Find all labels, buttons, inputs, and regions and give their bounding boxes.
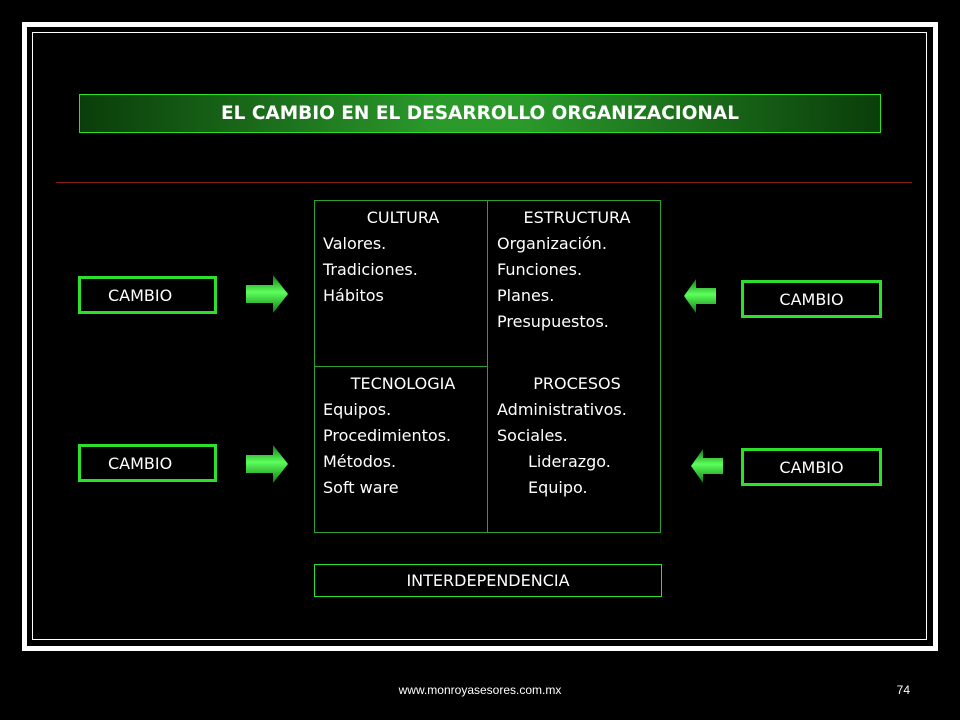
quadrant-item: Hábitos: [323, 286, 384, 305]
quadrant-cultura: CULTURA Valores. Tradiciones. Hábitos: [323, 205, 483, 309]
quadrant-item: Planes.: [497, 286, 555, 305]
quadrant-heading: ESTRUCTURA: [523, 208, 631, 227]
quadrant-item: Administrativos.: [497, 400, 627, 419]
quadrant-item: Métodos.: [323, 452, 397, 471]
grid-vertical-divider: [487, 200, 488, 533]
quadrant-tecnologia: TECNOLOGIA Equipos. Procedimientos. Méto…: [323, 371, 483, 501]
quadrant-item: Organización.: [497, 234, 607, 253]
arrow-left-icon: [683, 278, 717, 314]
quadrant-heading: TECNOLOGIA: [350, 374, 456, 393]
cambio-box-right-bottom: CAMBIO: [741, 448, 882, 486]
quadrant-item: Presupuestos.: [497, 312, 609, 331]
quadrant-item: Sociales.: [497, 426, 568, 445]
page-number: 74: [896, 683, 910, 697]
arrow-left-icon: [690, 448, 724, 484]
quadrant-item: Equipo.: [528, 478, 588, 497]
quadrant-procesos: PROCESOS Administrativos. Sociales. Lide…: [497, 371, 657, 501]
quadrant-item: Tradiciones.: [323, 260, 418, 279]
quadrant-item: Soft ware: [323, 478, 399, 497]
interdependencia-box: INTERDEPENDENCIA: [314, 564, 662, 597]
quadrant-heading: CULTURA: [366, 208, 440, 227]
slide-frame-inner: [32, 32, 927, 640]
quadrant-item: Procedimientos.: [323, 426, 452, 445]
divider: [56, 182, 912, 183]
quadrant-item: Valores.: [323, 234, 387, 253]
slide-frame-outer: [22, 22, 938, 651]
cambio-box-left-top: CAMBIO: [78, 276, 217, 314]
arrow-right-icon: [246, 274, 290, 314]
cambio-box-left-bottom: CAMBIO: [78, 444, 217, 482]
quadrant-estructura: ESTRUCTURA Organización. Funciones. Plan…: [497, 205, 657, 335]
quadrant-item: Liderazgo.: [528, 452, 611, 471]
arrow-right-icon: [246, 444, 290, 484]
footer-url: www.monroyasesores.com.mx: [398, 683, 562, 697]
grid-horizontal-divider: [314, 366, 487, 367]
quadrant-item: Funciones.: [497, 260, 583, 279]
quadrant-item: Equipos.: [323, 400, 392, 419]
cambio-box-right-top: CAMBIO: [741, 280, 882, 318]
page-title: EL CAMBIO EN EL DESARROLLO ORGANIZACIONA…: [79, 94, 881, 133]
quadrant-heading: PROCESOS: [533, 374, 621, 393]
